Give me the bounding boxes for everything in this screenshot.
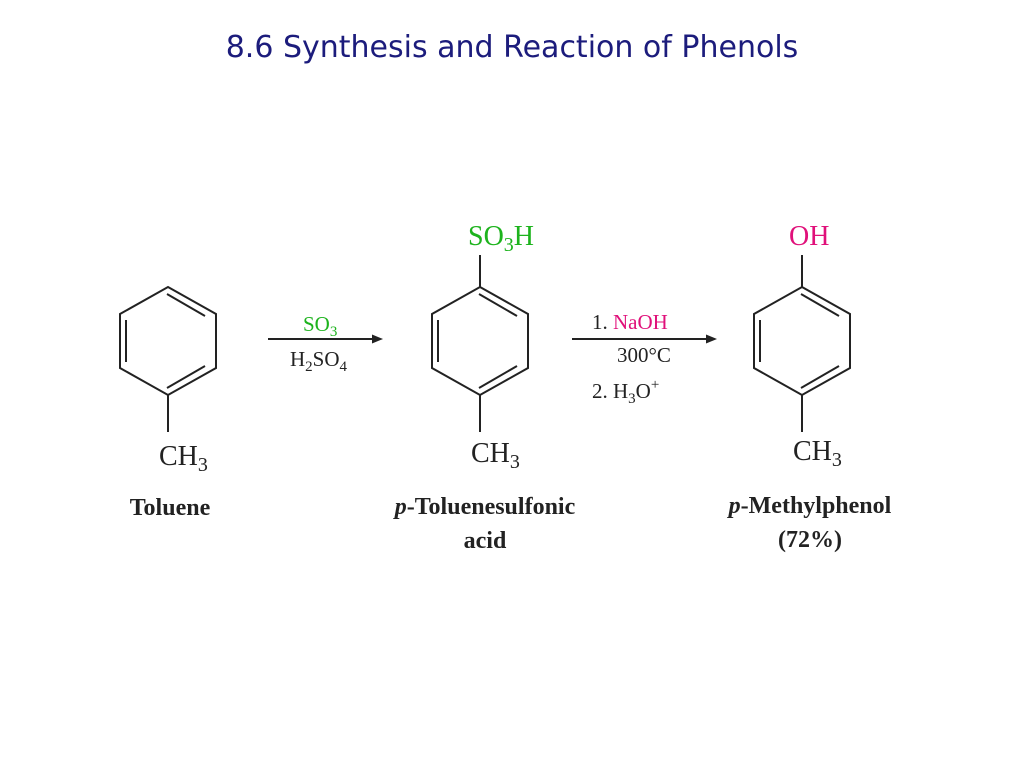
methylphenol-name-line1: p-Methylphenol: [728, 493, 892, 519]
methylphenol-benzene-ring: [753, 285, 851, 397]
arrowhead-2: [706, 334, 717, 344]
toluene-methyl-label: CH3: [159, 441, 208, 476]
sulfonic-acid-benzene-ring: [431, 285, 529, 397]
sulfonic-acid-name-line2: acid: [463, 528, 507, 554]
hydroxyl-group-label: OH: [789, 221, 829, 252]
sulfonic-acid-name: p-Toluenesulfonic acid: [340, 490, 630, 558]
methylphenol-name: p-Methylphenol (72%): [670, 489, 950, 557]
sulfonic-acid-group-label: SO3H: [468, 221, 534, 256]
slide-title: 8.6 Synthesis and Reaction of Phenols: [225, 30, 799, 65]
toluene-name: Toluene: [129, 495, 211, 521]
arrow2-step2: 2. H3O+: [592, 377, 659, 407]
arrowhead-1: [372, 334, 383, 344]
arrow2-temperature: 300°C: [617, 343, 671, 367]
sulfonic-acid-methyl-label: CH3: [471, 438, 520, 473]
methylphenol-methyl-label: CH3: [793, 436, 842, 471]
arrow1-reagent-above: SO3: [303, 312, 337, 340]
sulfonic-acid-name-line1: p-Toluenesulfonic: [394, 494, 576, 520]
arrow2-step1: 1. NaOH: [592, 310, 668, 334]
arrow1-reagent-below: H2SO4: [290, 347, 348, 375]
methylphenol-yield: (72%): [778, 527, 842, 553]
toluene-benzene-ring: [119, 285, 217, 397]
